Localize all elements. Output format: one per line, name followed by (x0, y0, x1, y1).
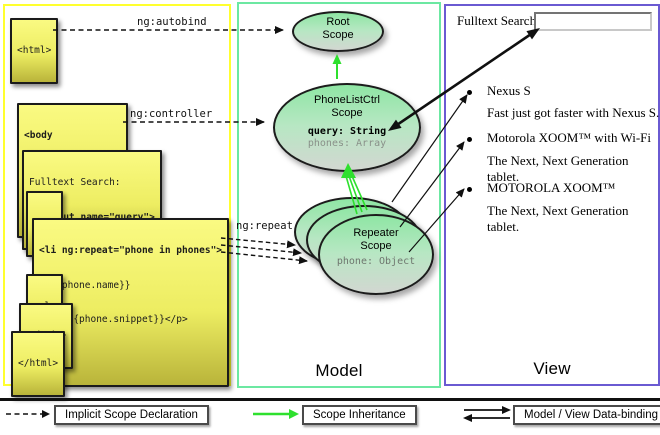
repeater-prop-phone: phone: Object (336, 256, 416, 267)
ng-controller-label: ng:controller (130, 108, 213, 120)
model-panel-label: Model (315, 361, 363, 380)
view-search-input[interactable] (534, 12, 652, 31)
code-line: <html> (17, 45, 52, 56)
phonelistctrl-scope-title: Scope (331, 106, 363, 119)
phonelistctrl-scope-title: PhoneListCtrl (313, 94, 381, 106)
code-line: {{phone.name}} (39, 279, 131, 291)
view-item-name: MOTOROLA XOOM™ (487, 180, 616, 195)
view-item-desc: Fast just got faster with Nexus S. (487, 105, 660, 120)
phonelistctrl-prop-phones: phones: Array (307, 138, 387, 149)
view-search-label: Fulltext Search: (457, 13, 540, 28)
bullet-icon (467, 137, 472, 142)
code-line: <body (24, 130, 53, 141)
bullet-icon (467, 187, 472, 192)
code-line: <li ng:repeat="phone in phones"> (39, 245, 223, 256)
repeater-scope-title: Scope (360, 239, 392, 252)
view-item-desc: The Next, Next Generation tablet. (487, 153, 629, 184)
legend-implicit-scope-declaration: Implicit Scope Declaration (54, 405, 209, 425)
legend-model-view-databinding: Model / View Data-binding (513, 405, 660, 425)
root-scope-ellipse: Root Scope (292, 11, 384, 52)
view-panel-label: View (533, 359, 571, 378)
code-line: <p>{{phone.snippet}}</p> (39, 314, 188, 325)
view-item-name: Nexus S (487, 83, 531, 98)
root-scope-title: Scope (322, 28, 354, 41)
code-line: Fulltext Search: (29, 177, 121, 188)
green-arrow-icon (253, 409, 299, 419)
dashed-arrow-icon (6, 410, 50, 418)
ng-repeat-label: ng:repeat (236, 220, 293, 232)
double-arrow-icon (463, 406, 511, 422)
view-item-desc: The Next, Next Generation tablet. (487, 203, 629, 234)
ng-autobind-label: ng:autobind (137, 16, 207, 28)
model-panel: Model (237, 2, 441, 388)
phonelistctrl-prop-query: query: String (307, 126, 387, 137)
legend-scope-inheritance: Scope Inheritance (302, 405, 417, 425)
repeater-scope-title: Repeater (353, 227, 399, 239)
repeater-scope-ellipse: Repeater Scope phone: Object (318, 214, 434, 295)
bullet-icon (467, 90, 472, 95)
code-box-html-close: </html> (11, 331, 66, 397)
legend-divider (0, 398, 660, 401)
root-scope-title: Root (326, 16, 350, 28)
view-item-name: Motorola XOOM™ with Wi-Fi (487, 130, 652, 145)
code-box-html-open: <html> (10, 18, 59, 84)
phonelistctrl-scope-ellipse: PhoneListCtrl Scope query: String phones… (273, 83, 421, 172)
code-line: </html> (18, 358, 59, 369)
